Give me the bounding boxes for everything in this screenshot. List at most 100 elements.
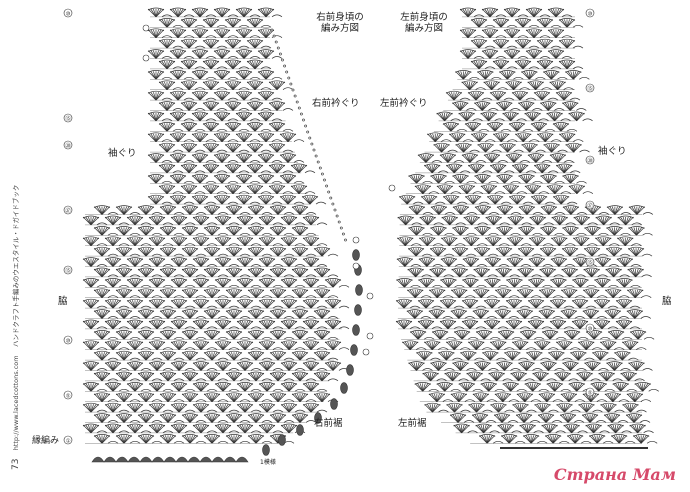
stitch-mark <box>541 164 546 174</box>
stitch-mark <box>184 310 191 319</box>
stitch-mark <box>244 258 248 267</box>
stitch-mark <box>529 215 546 219</box>
stitch-mark <box>181 372 191 382</box>
stitch-mark <box>189 414 199 423</box>
stitch-mark <box>563 92 567 101</box>
stitch-mark <box>206 388 218 392</box>
stitch-mark <box>148 236 166 240</box>
stitch-mark <box>500 40 504 49</box>
stitch-mark <box>110 404 114 413</box>
stitch-mark <box>280 402 298 406</box>
stitch-mark <box>115 351 125 361</box>
stitch-mark <box>332 279 342 288</box>
stitch-mark <box>565 222 576 226</box>
stitch-mark <box>413 206 418 215</box>
stitch-mark <box>213 71 223 80</box>
stitch-mark <box>299 206 309 215</box>
stitch-mark <box>257 194 275 198</box>
stitch-mark <box>99 372 103 382</box>
stitch-mark <box>564 227 571 236</box>
stitch-mark <box>126 424 136 434</box>
stitch-mark <box>536 39 546 49</box>
stitch-mark <box>257 111 275 115</box>
stitch-mark <box>137 288 155 292</box>
stitch-mark <box>442 122 460 125</box>
stitch-mark <box>209 248 213 257</box>
stitch-mark <box>276 123 280 132</box>
stitch-mark <box>211 414 215 423</box>
stitch-mark <box>151 362 158 371</box>
stitch-mark <box>181 226 199 229</box>
stitch-mark <box>231 393 235 402</box>
stitch-mark <box>219 196 223 205</box>
stitch-mark <box>283 404 290 413</box>
stitch-mark <box>557 154 561 163</box>
stitch-mark <box>272 414 279 423</box>
stitch-mark <box>243 175 253 184</box>
stitch-mark <box>272 264 284 267</box>
stitch-mark <box>209 414 213 423</box>
stitch-mark <box>258 341 268 350</box>
stitch-mark <box>556 237 560 246</box>
stitch-mark <box>232 60 242 70</box>
stitch-mark <box>243 154 247 163</box>
stitch-mark <box>313 247 323 257</box>
stitch-mark <box>258 278 276 281</box>
stitch-mark <box>265 92 269 101</box>
stitch-mark <box>205 139 217 142</box>
stitch-mark <box>465 253 477 257</box>
stitch-mark <box>209 372 213 382</box>
stitch-mark <box>211 372 215 382</box>
stitch-mark <box>582 118 593 122</box>
stitch-mark <box>538 191 550 194</box>
stitch-mark <box>162 248 169 257</box>
stitch-mark <box>104 403 114 413</box>
stitch-mark <box>211 289 221 298</box>
stitch-mark <box>294 368 306 371</box>
stitch-mark <box>194 71 201 80</box>
stitch-mark <box>155 196 159 205</box>
stitch-mark <box>282 108 294 111</box>
stitch-mark <box>104 340 122 344</box>
stitch-mark <box>272 352 279 361</box>
stitch-mark <box>217 320 224 330</box>
stitch-mark <box>213 91 223 101</box>
stitch-mark <box>232 40 236 49</box>
stitch-mark <box>507 236 524 240</box>
stitch-mark <box>249 160 261 163</box>
stitch-mark <box>299 310 309 319</box>
stitch-mark <box>571 112 577 122</box>
stitch-mark <box>507 185 512 194</box>
stitch-mark <box>268 102 278 111</box>
stitch-mark <box>408 227 417 236</box>
stitch-mark <box>459 50 469 59</box>
stitch-mark <box>476 60 480 70</box>
stitch-mark <box>189 268 199 278</box>
stitch-mark <box>254 123 258 132</box>
stitch-mark <box>261 212 273 215</box>
stitch-mark <box>254 185 258 194</box>
stitch-mark <box>542 40 546 49</box>
stitch-mark <box>236 361 254 364</box>
stitch-mark <box>291 288 309 292</box>
stitch-mark <box>567 248 571 257</box>
stitch-mark <box>544 40 548 49</box>
stitch-mark <box>399 194 416 198</box>
stitch-mark <box>188 19 192 28</box>
stitch-mark <box>166 164 176 174</box>
stitch-mark <box>199 196 203 205</box>
stitch-mark <box>277 247 287 257</box>
stitch-mark <box>121 435 125 444</box>
stitch-mark <box>507 216 516 226</box>
stitch-mark <box>565 71 574 80</box>
stitch-mark <box>178 237 182 246</box>
stitch-mark <box>473 14 485 18</box>
stitch-mark <box>213 153 231 156</box>
stitch-mark <box>239 399 251 402</box>
stitch-mark <box>264 216 268 226</box>
stitch-mark <box>150 133 157 142</box>
stitch-mark <box>498 19 502 28</box>
stitch-mark <box>184 430 196 434</box>
stitch-mark <box>167 247 177 257</box>
stitch-mark <box>165 227 169 236</box>
